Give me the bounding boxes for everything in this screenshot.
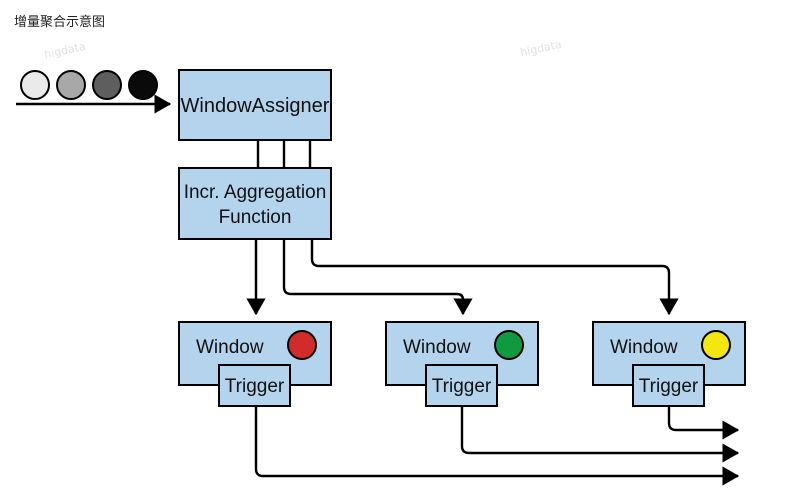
trigger-2-box bbox=[425, 364, 498, 407]
window-assigner-box bbox=[178, 69, 332, 141]
window-3-label: Window bbox=[610, 337, 678, 358]
trigger-2-label: Trigger bbox=[432, 376, 492, 397]
stream-element-3 bbox=[92, 70, 122, 100]
output-1-arrow bbox=[254, 406, 740, 486]
trigger-1-box bbox=[218, 364, 291, 407]
output-3-arrow bbox=[667, 406, 740, 440]
to-window-3-arrow bbox=[310, 239, 679, 316]
diagram-caption: 增量聚合示意图 bbox=[14, 15, 106, 30]
aggregation-label-line1: Incr. Aggregation bbox=[184, 182, 327, 203]
window-2-indicator bbox=[494, 330, 524, 360]
window-1-label: Window bbox=[196, 337, 264, 358]
aggregation-function-box bbox=[178, 167, 332, 240]
stream-element-2 bbox=[56, 70, 86, 100]
window-2-label: Window bbox=[403, 337, 471, 358]
stream-element-1 bbox=[20, 70, 50, 100]
window-assigner-label: WindowAssigner bbox=[181, 95, 330, 117]
window-3-indicator bbox=[701, 330, 731, 360]
to-window-2-arrow bbox=[282, 239, 473, 316]
stream-element-4 bbox=[128, 70, 158, 100]
trigger-1-label: Trigger bbox=[225, 376, 285, 397]
aggregation-label-line2: Function bbox=[219, 207, 292, 228]
trigger-3-label: Trigger bbox=[639, 376, 699, 397]
output-2-arrow bbox=[460, 406, 740, 463]
window-1-indicator bbox=[287, 330, 317, 360]
